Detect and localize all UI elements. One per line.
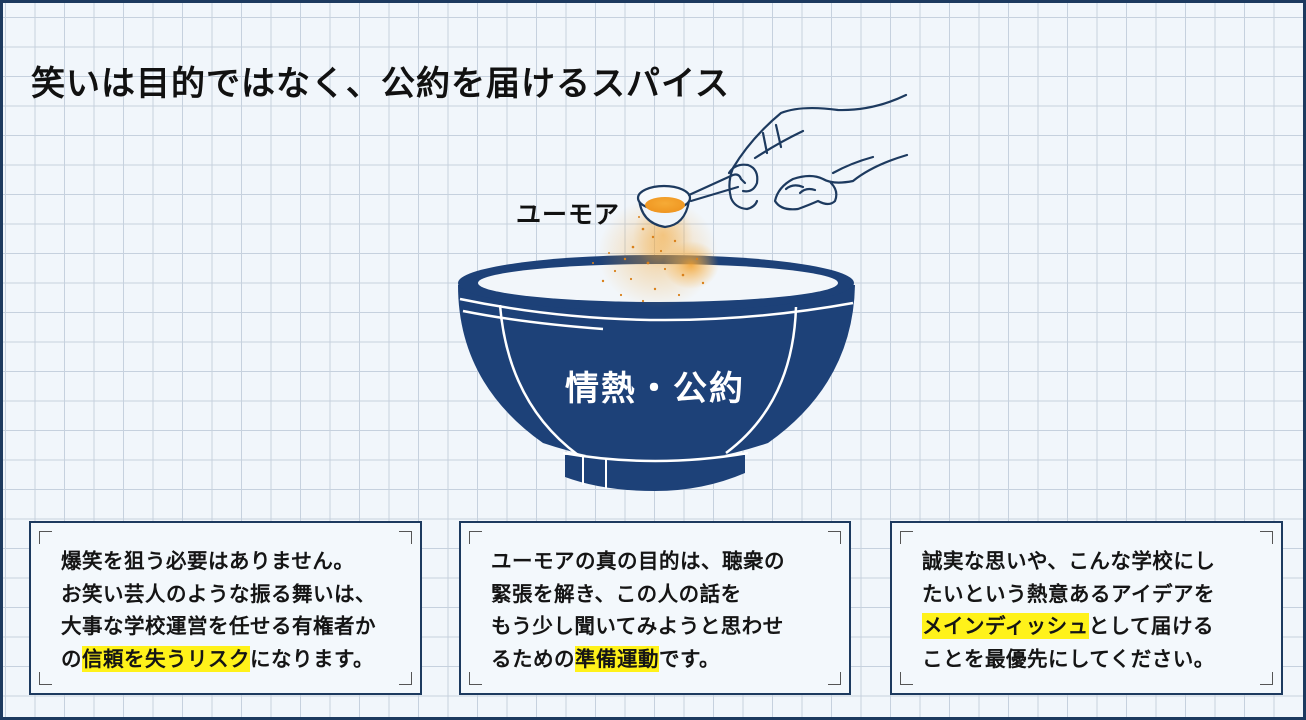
corner-mark [399,531,412,544]
text: ことを最優先にしてください。 [922,646,1215,671]
highlighted-phrase: 信頼を失うリスク [82,645,250,672]
corner-mark [469,531,482,544]
card-line: ことを最優先にしてください。 [922,643,1281,676]
point-card-true-purpose: ユーモアの真の目的は、聴衆の 緊張を解き、この人の話を もう少し聞いてみようと思… [459,521,851,695]
measuring-spoon [636,173,747,229]
passion-pledge-bowl-label: 情熱・公約 [565,369,745,409]
card-line: るための準備運動です。 [491,643,849,676]
card-line: の信頼を失うリスクになります。 [61,643,420,676]
hand-holding-spoon [727,93,909,211]
highlighted-phrase: 準備運動 [575,645,659,672]
card-line: 爆笑を狙う必要はありません。 [61,545,420,578]
card-line: 緊張を解き、この人の話を [491,578,849,611]
text: 爆笑を狙う必要はありません。 [61,549,355,573]
corner-mark [1260,531,1273,544]
text: 緊張を解き、この人の話を [491,581,742,606]
text: 誠実な思いや、こんな学校にし [922,549,1216,573]
text: ユーモアの真の目的は、聴衆の [491,549,785,573]
corner-mark [900,672,913,685]
humor-spice-label: ユーモア [516,200,621,229]
bowl-and-spoon-illustration [458,93,909,491]
card-line: たいという熱意あるアイデアを [922,578,1281,611]
text: として届ける [1088,614,1214,638]
card-text: 誠実な思いや、こんな学校にし たいという熱意あるアイデアを メインディッシュとし… [922,545,1281,675]
corner-mark [900,531,913,544]
point-card-no-big-laughs: 爆笑を狙う必要はありません。 お笑い芸人のような振る舞いは、 大事な学校運営を任… [29,521,422,695]
point-card-main-dish: 誠実な思いや、こんな学校にし たいという熱意あるアイデアを メインディッシュとし… [890,521,1283,695]
corner-mark [469,672,482,685]
text: になります。 [250,646,374,671]
corner-mark [39,672,52,685]
corner-mark [399,672,412,685]
corner-mark [1260,672,1273,685]
card-text: ユーモアの真の目的は、聴衆の 緊張を解き、この人の話を もう少し聞いてみようと思… [491,545,849,675]
bowl-foot [565,455,745,491]
corner-mark [828,531,841,544]
slide-title: 笑いは目的ではなく、公約を届けるスパイス [31,63,730,104]
corner-mark [828,672,841,685]
card-line: 誠実な思いや、こんな学校にし [922,545,1281,578]
card-line: ユーモアの真の目的は、聴衆の [491,545,849,578]
text: お笑い芸人のような振る舞いは、 [61,581,376,606]
text: もう少し聞いてみようと思わせ [491,614,784,638]
card-text: 爆笑を狙う必要はありません。 お笑い芸人のような振る舞いは、 大事な学校運営を任… [61,545,420,675]
text: の [61,646,82,671]
card-line: もう少し聞いてみようと思わせ [491,610,849,643]
highlighted-phrase: メインディッシュ [922,613,1089,639]
text: るための [491,646,575,671]
card-line: お笑い芸人のような振る舞いは、 [61,578,420,611]
corner-mark [39,531,52,544]
text: です。 [659,646,720,671]
card-line: 大事な学校運営を任せる有権者か [61,610,420,643]
text: たいという熱意あるアイデアを [922,581,1215,606]
text: 大事な学校運営を任せる有権者か [61,614,376,638]
card-line: メインディッシュとして届ける [922,610,1281,643]
